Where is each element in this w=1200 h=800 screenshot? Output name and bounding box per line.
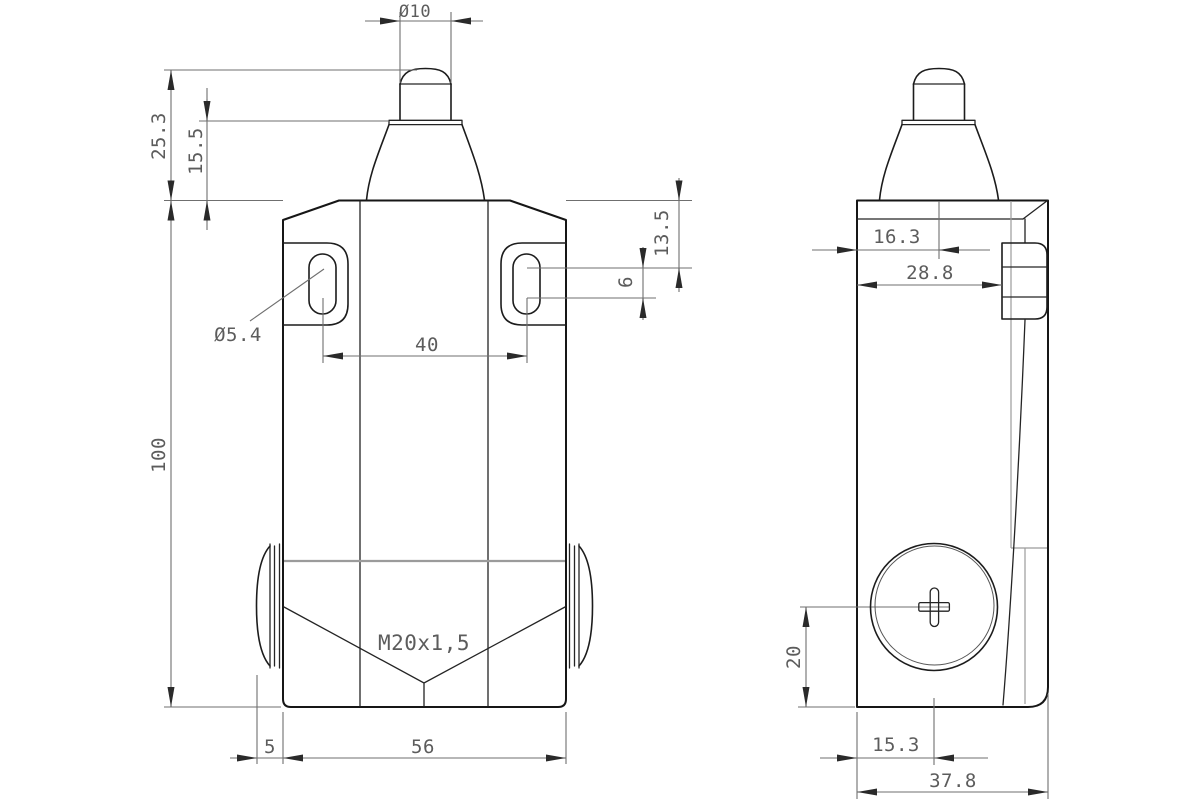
front-dimensions: Ø10 25.3 15.5 100 13.5 6 40 [148,2,692,764]
plunger-collar [388,119,463,126]
side-mounting-boss [1001,242,1048,320]
dim-hole-spacing: 40 [415,334,439,356]
side-plunger-dome [912,67,966,85]
side-dimensions: 16.3 28.8 20 15.3 37.8 [783,226,1049,799]
bellows-left [365,123,390,201]
gland-cap-inner-circle [874,545,995,666]
gland-screw-cross-vertical [929,587,940,628]
side-boss-outline [1001,242,1048,320]
front-view [255,67,594,708]
bellows-right [461,123,486,201]
dim-body-width: 56 [411,736,435,758]
dim-plunger-center-offset: 16.3 [873,226,921,248]
side-curved-edge [1002,319,1026,706]
side-gland-cap [800,542,999,672]
dim-slot-length: 6 [615,276,637,288]
front-bottom-chamfer-lines [283,606,566,707]
side-top-chamfer [1022,199,1049,220]
plunger-dome [399,67,452,85]
side-view [800,67,1049,708]
front-mounting-bosses [282,242,567,326]
boss-right-outline [500,242,567,326]
dim-body-height: 100 [148,437,170,473]
dim-gland-protrusion: 5 [264,736,276,758]
front-plunger [365,67,486,201]
side-plunger-collar [901,119,976,126]
gland-cap-left-dome [255,545,271,667]
dim-depth-total: 37.8 [929,770,977,792]
dim-depth-to-boss-face: 28.8 [906,262,954,284]
side-body-outline [856,199,1049,708]
gland-cap-outer-circle [869,542,999,672]
side-plunger [878,67,1000,201]
dim-hole-diameter: Ø5.4 [214,324,262,346]
gland-cap-right-dome [578,545,594,667]
dim-gland-center-offset: 15.3 [872,734,920,756]
front-body-outline [282,199,567,708]
label-conduit-thread: M20x1,5 [378,631,470,655]
dim-gland-center-height: 20 [783,645,805,669]
dim-plunger-diameter: Ø10 [399,2,431,22]
side-bellows-right [974,123,1000,201]
dim-slot-center-from-top: 13.5 [651,209,673,257]
gland-screw-cross-horizontal [918,601,951,612]
dim-plunger-height-upper: 15.5 [185,127,207,175]
side-bellows-left [878,123,903,201]
dim-plunger-height-total: 25.3 [148,112,170,160]
boss-left-outline [282,242,349,326]
front-cable-gland-caps [255,543,594,669]
